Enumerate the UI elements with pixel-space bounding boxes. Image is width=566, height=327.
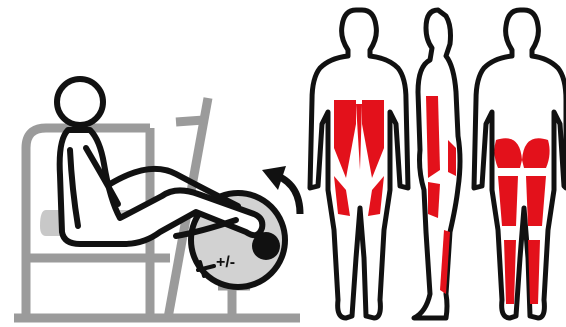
resistance-adjust-label: +/- — [216, 254, 235, 272]
foot-pad — [252, 232, 280, 260]
muscle-map-back — [474, 10, 566, 318]
machine-illustration — [14, 79, 300, 318]
person-figure — [57, 79, 262, 244]
muscle-map-front — [310, 10, 408, 318]
muscle-map-side — [414, 10, 460, 318]
head — [57, 79, 103, 125]
